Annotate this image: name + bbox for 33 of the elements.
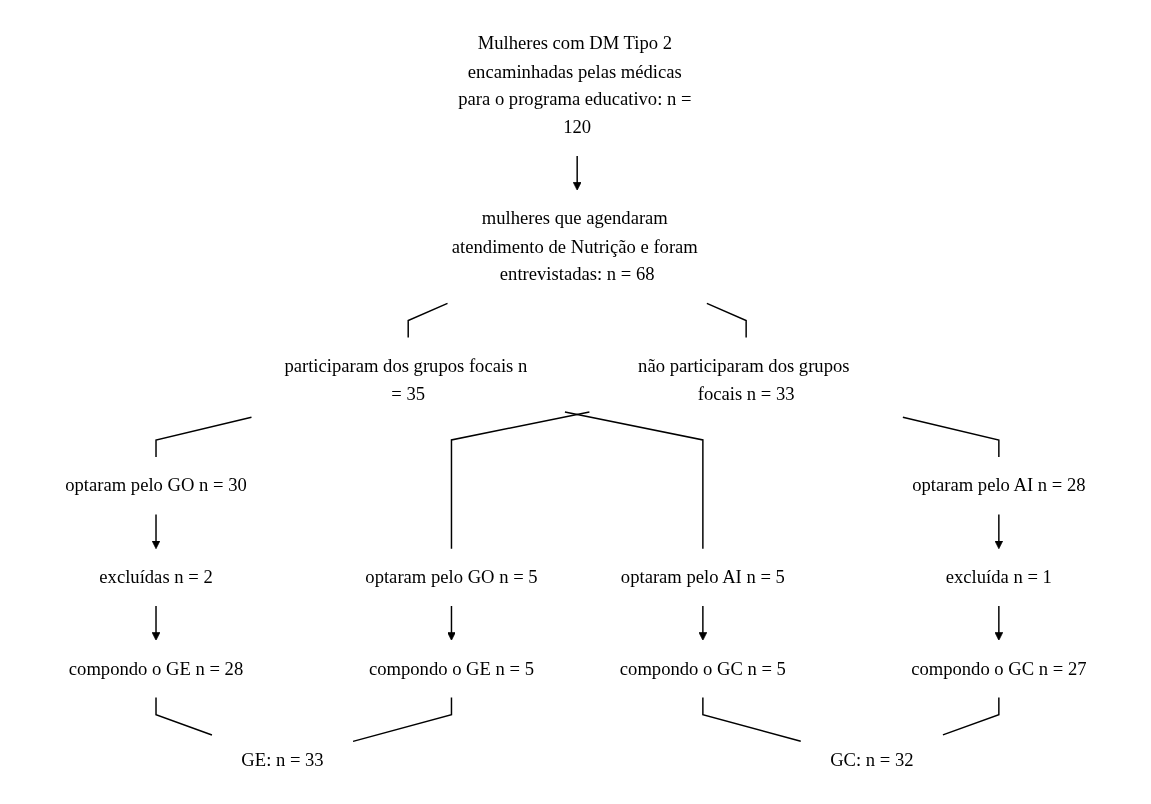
connector [351, 696, 452, 743]
node-text: não participaram dos grupos focais n = 33 [637, 355, 850, 404]
node-text: compondo o GE n = 28 [68, 657, 243, 679]
connector [154, 696, 213, 736]
arrow [151, 513, 160, 550]
node-text: excluídas n = 2 [98, 566, 213, 587]
connector [901, 416, 1000, 458]
node-text: GE: n = 33 [240, 749, 324, 771]
node-text: optaram pelo AI n = 5 [620, 566, 785, 587]
connector [407, 302, 448, 339]
connector [563, 411, 704, 550]
node-text: GC: n = 32 [829, 749, 914, 771]
node-text: optaram pelo AI n = 28 [911, 474, 1086, 496]
connector [705, 302, 747, 339]
node-text: Mulheres com DM Tipo 2 encaminhadas pelas médicas para o programa educativo: n = 120 [457, 32, 692, 137]
connector [941, 696, 1000, 736]
connector [154, 416, 252, 458]
arrow [446, 605, 456, 641]
node-text: mulheres que agendaram atendimento de Nutrição e foram entrevistadas: n = 68 [451, 207, 698, 285]
connector [701, 696, 802, 742]
arrow [151, 605, 160, 641]
connector [450, 411, 590, 550]
node-text: optaram pelo GO n = 30 [64, 474, 247, 496]
node-text: compondo o GC n = 27 [910, 657, 1087, 679]
arrow [994, 605, 1003, 641]
node-text: participaram dos grupos focais n = 35 [284, 355, 527, 404]
arrow [994, 513, 1003, 550]
node-text: compondo o GE n = 5 [368, 657, 534, 679]
node-text: compondo o GC n = 5 [619, 657, 786, 679]
node-text: optaram pelo GO n = 5 [364, 566, 538, 587]
node-text: excluída n = 1 [945, 566, 1052, 587]
arrow [572, 155, 582, 191]
arrow [698, 605, 707, 641]
